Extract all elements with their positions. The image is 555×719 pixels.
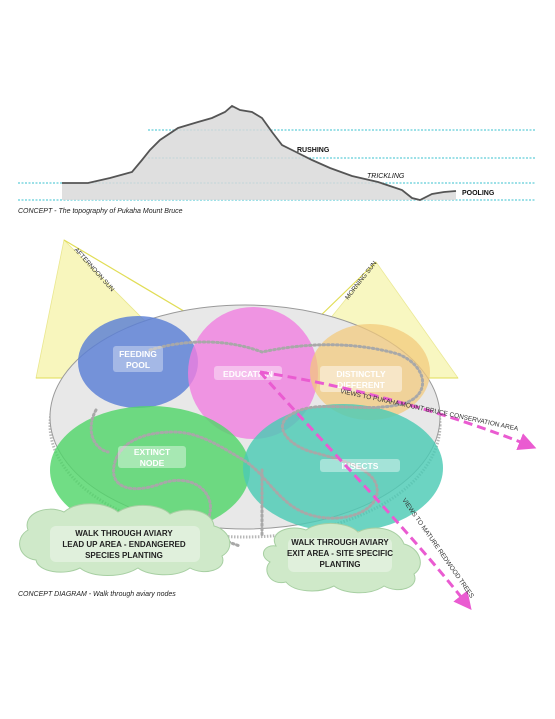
feeding-label-2: POOL [126,360,150,370]
insects-label: INSECTS [342,461,379,471]
distinct-node [310,324,430,420]
conservation-view-arrow [259,370,537,451]
right-cloud-line-2: EXIT AREA - SITE SPECIFIC [287,549,393,558]
mountain-profile [62,104,457,201]
right-cloud-shape [262,523,421,594]
right-cloud-line-3: PLANTING [320,560,361,569]
extinct-label-box [118,446,186,468]
insects-node [243,404,443,532]
feeding-label-box [113,346,163,372]
redwood-view-arrow [258,371,472,611]
right-cloud-line-1: WALK THROUGH AVIARY [291,538,389,547]
left-cloud-highlight [50,526,200,562]
left-cloud-line-2: LEAD UP AREA - ENDANGERED [62,540,185,549]
mountain-fill [62,106,456,200]
left-cloud: WALK THROUGH AVIARY LEAD UP AREA - ENDAN… [19,503,231,576]
distinct-label-1: DISTINCTLY [336,369,386,379]
left-cloud-shape [19,503,231,576]
level-trickling: TRICKLING [367,173,405,180]
distinct-label-2: DIFFERENT [337,380,386,390]
education-node [188,307,318,439]
right-cloud: WALK THROUGH AVIARY EXIT AREA - SITE SPE… [262,523,421,594]
feeding-label-1: FEEDING [119,349,157,359]
left-cloud-line-1: WALK THROUGH AVIARY [75,529,173,538]
feeding-pool-node [78,316,198,408]
node-labels: FEEDING POOL EDUCATION DISTINCTLY DIFFER… [113,346,402,472]
insects-label-box [320,459,400,472]
left-cloud-line-3: SPECIES PLANTING [85,551,163,560]
topography-caption: CONCEPT - The topography of Pukaha Mount… [18,208,183,215]
right-cloud-highlight [288,538,392,572]
walk-path-loop [89,408,110,454]
distinct-label-box [320,366,402,392]
diagram-caption: CONCEPT DIAGRAM - Walk through aviary no… [18,591,176,598]
walk-path [112,340,424,548]
education-label: EDUCATION [223,369,273,379]
extinct-label-2: NODE [140,458,165,468]
level-pooling: POOLING [462,190,495,197]
topography-section: RUSHING TRICKLING POOLING CONCEPT - The … [18,104,535,215]
extinct-label-1: EXTINCT [134,447,171,457]
level-rushing: RUSHING [297,147,330,154]
